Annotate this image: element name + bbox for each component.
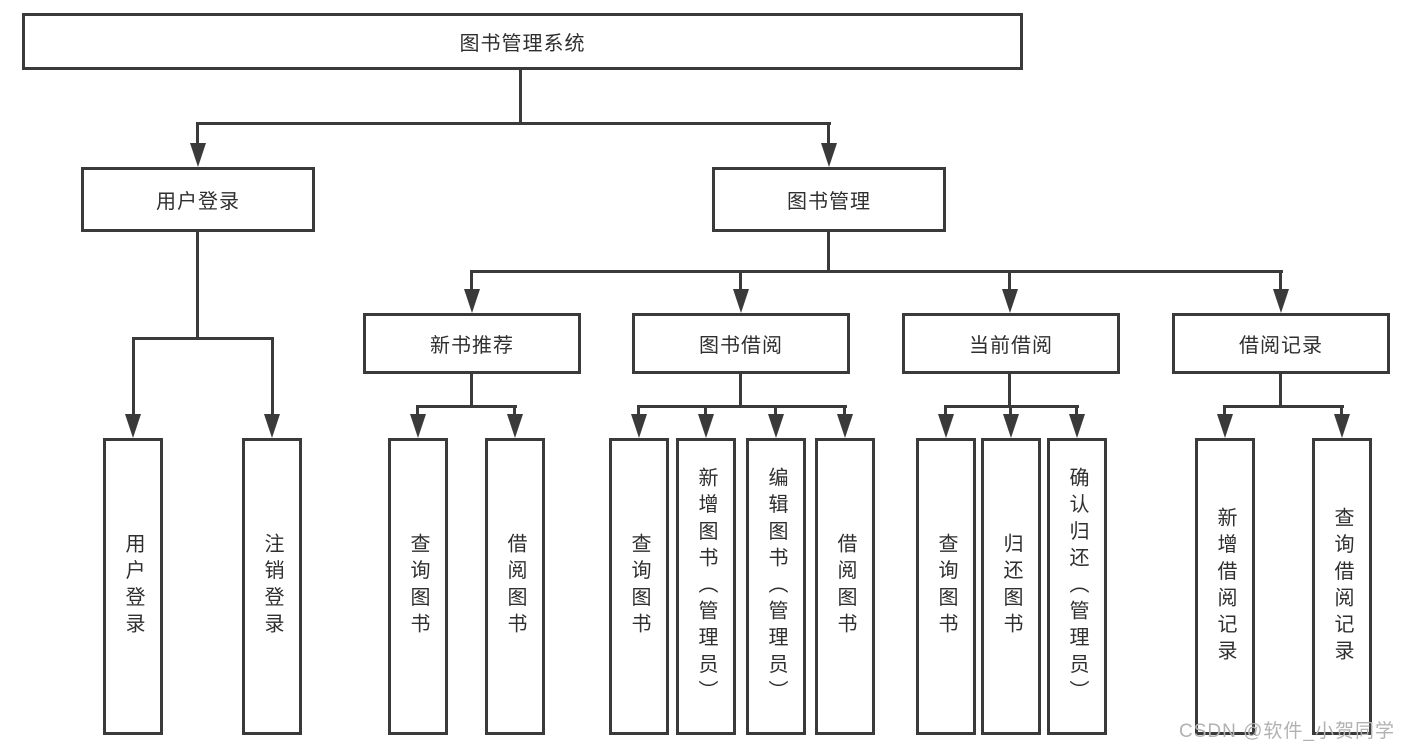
node-label: 查询图书 xyxy=(628,533,650,640)
connector-line xyxy=(416,405,517,408)
node-leaf-query-books-1: 查询图书 xyxy=(388,438,448,735)
connector-line xyxy=(704,405,707,419)
arrow-down-icon xyxy=(1003,414,1019,438)
node-label: 新增图书（管理员） xyxy=(695,466,717,707)
connector-line xyxy=(827,232,830,270)
node-leaf-add-books-admin: 新增图书（管理员） xyxy=(676,438,736,735)
node-user-login: 用户登录 xyxy=(81,167,315,232)
node-leaf-confirm-return-admin: 确认归还（管理员） xyxy=(1047,438,1107,735)
node-library-system: 图书管理系统 xyxy=(22,13,1023,70)
arrow-down-icon xyxy=(768,414,784,438)
node-label: 借阅图书 xyxy=(834,533,856,640)
node-borrow-records: 借阅记录 xyxy=(1172,313,1390,374)
node-leaf-query-books-3: 查询图书 xyxy=(916,438,976,735)
node-leaf-edit-books-admin: 编辑图书（管理员） xyxy=(746,438,806,735)
connector-line xyxy=(196,232,199,337)
node-leaf-borrow-books-2: 借阅图书 xyxy=(815,438,875,735)
connector-line xyxy=(944,405,947,419)
node-label: 确认归还（管理员） xyxy=(1066,466,1088,707)
connector-line xyxy=(1008,270,1011,292)
node-leaf-add-borrow-record: 新增借阅记录 xyxy=(1195,438,1255,735)
node-label: 查询图书 xyxy=(935,533,957,640)
arrow-down-icon xyxy=(631,414,647,438)
connector-line xyxy=(1279,374,1282,405)
node-label: 当前借阅 xyxy=(969,335,1053,357)
connector-line xyxy=(132,337,135,419)
connector-line xyxy=(637,405,640,419)
arrow-down-icon xyxy=(125,414,141,438)
node-label: 查询借阅记录 xyxy=(1331,506,1353,667)
csdn-watermark: CSDN @软件_小贺同学 xyxy=(1179,721,1395,742)
node-book-borrow: 图书借阅 xyxy=(632,313,850,374)
arrow-down-icon xyxy=(837,414,853,438)
connector-line xyxy=(1279,270,1282,292)
connector-line xyxy=(637,405,847,408)
connector-line xyxy=(1223,405,1226,419)
arrow-down-icon xyxy=(507,414,523,438)
connector-line xyxy=(519,70,522,122)
node-new-book-recommend: 新书推荐 xyxy=(363,313,581,374)
node-label: 用户登录 xyxy=(156,191,240,213)
arrow-down-icon xyxy=(698,414,714,438)
arrow-down-icon xyxy=(190,143,206,167)
connector-line xyxy=(739,270,742,292)
connector-line xyxy=(470,270,473,292)
node-label: 新书推荐 xyxy=(430,335,514,357)
node-book-management: 图书管理 xyxy=(712,167,946,232)
node-label: 用户登录 xyxy=(122,533,144,640)
connector-line xyxy=(843,405,846,419)
node-label: 图书管理 xyxy=(787,191,871,213)
node-label: 新增借阅记录 xyxy=(1214,506,1236,667)
node-label: 图书管理系统 xyxy=(459,33,586,55)
connector-line xyxy=(470,374,473,405)
node-leaf-query-borrow-record: 查询借阅记录 xyxy=(1312,438,1372,735)
connector-line xyxy=(196,122,199,148)
node-leaf-user-login: 用户登录 xyxy=(103,438,163,735)
node-label: 借阅图书 xyxy=(504,533,526,640)
connector-line xyxy=(827,122,830,148)
node-label: 图书借阅 xyxy=(699,335,783,357)
node-current-borrow: 当前借阅 xyxy=(902,313,1120,374)
arrow-down-icon xyxy=(264,414,280,438)
node-leaf-borrow-books-1: 借阅图书 xyxy=(485,438,545,735)
arrow-down-icon xyxy=(1273,289,1289,313)
node-label: 查询图书 xyxy=(407,533,429,640)
connector-line xyxy=(739,374,742,405)
connector-line xyxy=(513,405,516,419)
connector-line xyxy=(1009,405,1012,419)
connector-line xyxy=(271,337,274,419)
connector-line xyxy=(1075,405,1078,419)
node-label: 归还图书 xyxy=(1000,533,1022,640)
connector-line xyxy=(416,405,419,419)
connector-line xyxy=(197,122,831,125)
connector-line xyxy=(774,405,777,419)
connector-line xyxy=(1223,405,1344,408)
node-label: 借阅记录 xyxy=(1239,335,1323,357)
connector-line xyxy=(470,270,1283,273)
connector-line xyxy=(132,337,274,340)
arrow-down-icon xyxy=(821,143,837,167)
node-label: 注销登录 xyxy=(261,533,283,640)
arrow-down-icon xyxy=(1069,414,1085,438)
arrow-down-icon xyxy=(464,289,480,313)
arrow-down-icon xyxy=(938,414,954,438)
node-leaf-logout: 注销登录 xyxy=(242,438,302,735)
arrow-down-icon xyxy=(1217,414,1233,438)
arrow-down-icon xyxy=(1334,414,1350,438)
connector-line xyxy=(1008,374,1011,405)
arrow-down-icon xyxy=(410,414,426,438)
node-label: 编辑图书（管理员） xyxy=(765,466,787,707)
arrow-down-icon xyxy=(1002,289,1018,313)
arrow-down-icon xyxy=(733,289,749,313)
node-leaf-return-books: 归还图书 xyxy=(981,438,1041,735)
node-leaf-query-books-2: 查询图书 xyxy=(609,438,669,735)
connector-line xyxy=(1340,405,1343,419)
